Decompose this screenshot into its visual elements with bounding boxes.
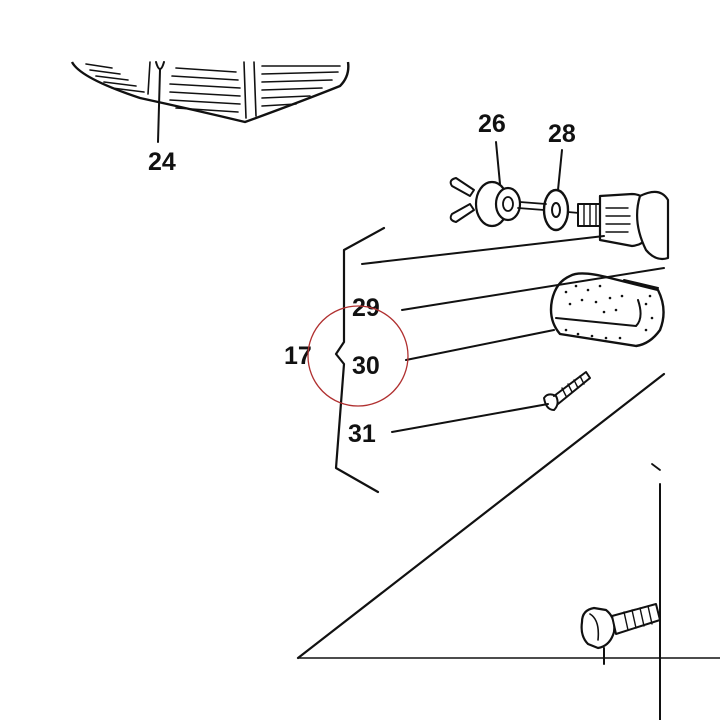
callout-28: 28: [548, 120, 576, 148]
hex-bolt: [580, 603, 661, 665]
part-28-washer: [542, 149, 570, 232]
lens-stipple: [564, 284, 654, 340]
callout-26: 26: [478, 110, 506, 138]
assembly-17-bracket: [334, 226, 386, 494]
frame-panel: [296, 372, 720, 720]
threaded-stud-and-socket: [517, 190, 670, 261]
callout-17: 17: [284, 342, 312, 370]
part-31-screw: [543, 371, 591, 411]
leader-lines: [361, 235, 665, 433]
callout-31: 31: [348, 420, 376, 448]
callout-24: 24: [148, 148, 176, 176]
callout-29: 29: [352, 294, 380, 322]
part-24-lens-cover: [70, 61, 350, 143]
callout-30: 30: [352, 352, 380, 380]
highlight-circle: [307, 305, 409, 407]
part-26-wing-nut: [449, 141, 522, 228]
